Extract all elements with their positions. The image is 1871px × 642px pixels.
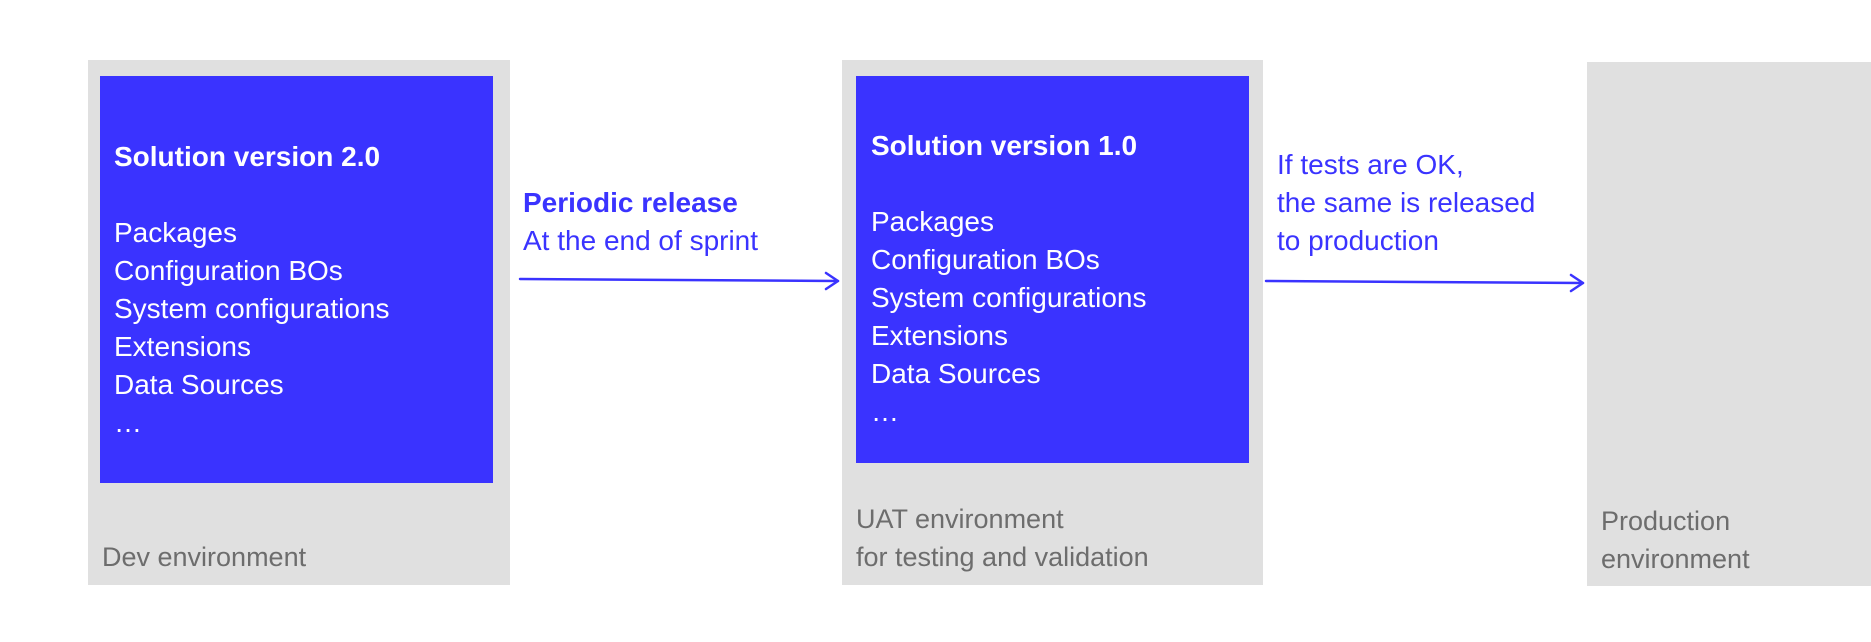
production-arrow-line: the same is released [1277, 187, 1536, 218]
solution-box-uat: Solution version 1.0 Packages Configurat… [856, 76, 1249, 463]
production-environment: Production environment [1587, 62, 1871, 586]
dev-environment: Solution version 2.0 Packages Configurat… [88, 60, 510, 585]
release-title: Periodic release [523, 187, 738, 218]
production-arrowhead [1569, 273, 1585, 293]
solution-item: System configurations [871, 282, 1147, 313]
solution-title-uat: Solution version 1.0 [871, 130, 1138, 161]
uat-environment: Solution version 1.0 Packages Configurat… [842, 60, 1263, 585]
solution-item: Packages [871, 206, 994, 237]
production-arrow-label: If tests are OK, the same is released to… [1277, 146, 1535, 260]
solution-item: Extensions [871, 320, 1008, 351]
uat-environment-label: UAT environment for testing and validati… [856, 504, 1149, 572]
release-arrow-label: Periodic release At the end of sprint [523, 184, 758, 260]
solution-title-dev: Solution version 2.0 [114, 141, 381, 172]
production-arrow [1264, 279, 1585, 285]
solution-item: … [114, 407, 142, 438]
production-arrow-line: If tests are OK, [1277, 149, 1464, 180]
solution-items-dev: Packages Configuration BOs System config… [114, 214, 493, 442]
solution-item: … [871, 396, 899, 427]
release-subtitle: At the end of sprint [523, 225, 759, 256]
production-arrow-line: to production [1277, 225, 1439, 256]
dev-environment-label: Dev environment [102, 542, 307, 572]
production-environment-label: Production environment [1601, 506, 1750, 574]
solution-item: Configuration BOs [871, 244, 1100, 275]
solution-items-uat: Packages Configuration BOs System config… [871, 203, 1249, 431]
solution-item: System configurations [114, 293, 390, 324]
solution-item: Extensions [114, 331, 251, 362]
release-arrowhead [824, 271, 840, 291]
release-arrow [518, 277, 840, 283]
solution-item: Data Sources [871, 358, 1041, 389]
solution-item: Configuration BOs [114, 255, 343, 286]
solution-box-dev: Solution version 2.0 Packages Configurat… [100, 76, 493, 483]
solution-item: Packages [114, 217, 237, 248]
solution-item: Data Sources [114, 369, 284, 400]
